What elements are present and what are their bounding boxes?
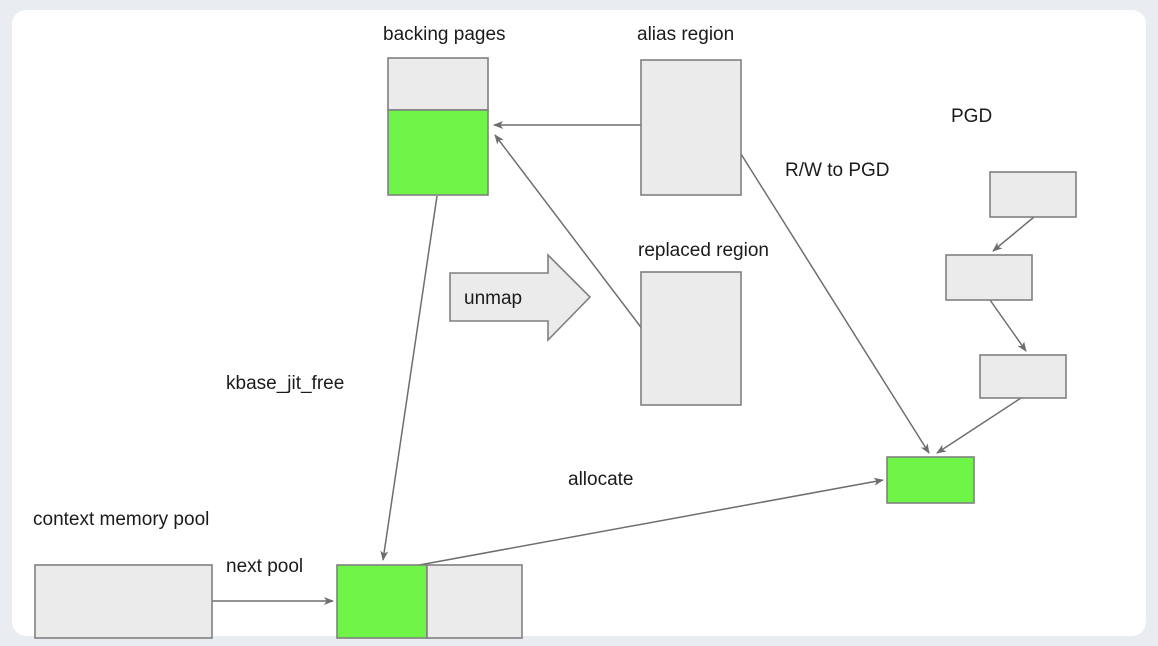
next-pool-free-block[interactable] — [426, 564, 523, 639]
backing-pages-free-block[interactable] — [387, 57, 489, 111]
pgd-label: PGD — [951, 106, 992, 127]
edge-alias-to-pgd-page — [740, 153, 930, 454]
replaced-region-box[interactable] — [640, 271, 742, 406]
pgd-level-2-box[interactable] — [945, 254, 1033, 301]
context-memory-pool-label: context memory pool — [33, 509, 209, 530]
context-memory-pool-box[interactable] — [34, 564, 213, 639]
alias-region-label: alias region — [637, 24, 734, 45]
next-pool-label: next pool — [226, 556, 303, 577]
backing-pages-used-block[interactable] — [387, 109, 489, 196]
replaced-region-label: replaced region — [638, 240, 769, 261]
edge-replaced-to-backing — [494, 134, 644, 331]
edge-pgd2-to-pgd3 — [989, 299, 1027, 352]
pgd-level-3-box[interactable] — [979, 354, 1067, 399]
diagram-card — [12, 10, 1146, 636]
backing-pages-label: backing pages — [383, 24, 506, 45]
rw-to-pgd-label: R/W to PGD — [785, 160, 890, 181]
alias-region-box[interactable] — [640, 59, 742, 196]
pgd-allocated-page-box[interactable] — [886, 456, 975, 504]
allocate-label: allocate — [568, 469, 634, 490]
edge-pgd1-to-pgd2 — [992, 216, 1035, 252]
unmap-label: unmap — [464, 288, 522, 309]
edge-backing-to-next-pool — [380, 195, 438, 561]
edge-next-pool-to-pgd-page — [391, 477, 884, 571]
kbase-jit-free-label: kbase_jit_free — [226, 373, 344, 394]
pgd-level-1-box[interactable] — [989, 171, 1077, 218]
edge-pgd3-to-pgd-page — [936, 397, 1022, 454]
next-pool-node[interactable] — [336, 564, 523, 639]
next-pool-used-block[interactable] — [336, 564, 428, 639]
unmap-block-arrow: unmap — [449, 253, 592, 342]
backing-pages-node[interactable] — [387, 57, 489, 196]
